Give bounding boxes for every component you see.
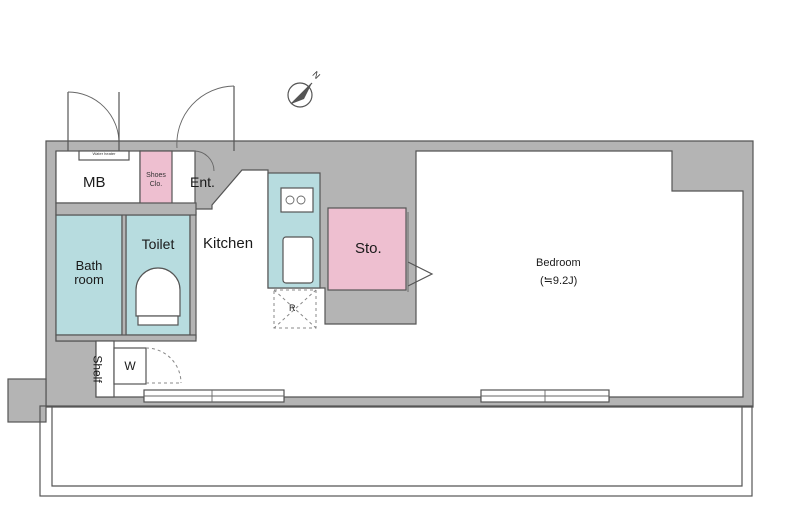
- partition-wall: [121, 211, 127, 339]
- mb-double-door: [67, 91, 120, 151]
- compass-icon: [287, 82, 313, 108]
- bath-top-wall: [55, 202, 197, 216]
- balcony-rail: [51, 406, 743, 487]
- shoes-label: Shoes: [146, 172, 166, 179]
- window-left: [143, 389, 285, 403]
- toilet-fixture: [135, 267, 181, 326]
- bedroom-label: Bedroom: [536, 257, 581, 269]
- storage-closet: [327, 207, 407, 291]
- balcony: [39, 405, 753, 497]
- bath-bottom-wall: [55, 334, 197, 342]
- shelf-label: Shelf: [90, 355, 105, 383]
- refrigerator-space: [273, 289, 317, 329]
- kitchen-label: Kitchen: [203, 235, 254, 252]
- kitchen-sink: [282, 236, 314, 284]
- bedroom-size-label: (≒9.2J): [540, 275, 578, 287]
- storage-door: [407, 261, 434, 287]
- shoes-abbr-label: Clo.: [149, 181, 163, 188]
- toilet-wall: [189, 211, 197, 339]
- water-heater-box: [78, 150, 130, 161]
- mb-label: MB: [83, 174, 106, 191]
- entrance-door: [176, 85, 235, 151]
- washer-door-swing: [145, 347, 182, 384]
- water-heater-label: Water heater: [92, 151, 116, 156]
- entrance-label: Ent.: [190, 174, 215, 190]
- window-right: [480, 389, 610, 403]
- refrigerator-label: R: [289, 303, 296, 313]
- toilet-label: Toilet: [141, 236, 175, 252]
- bathroom-label-line1: Bath: [75, 258, 103, 273]
- washer-label: W: [124, 359, 136, 373]
- shoes-closet: [139, 150, 173, 210]
- washer-space: [113, 347, 147, 385]
- bathroom-label-line2: room: [74, 272, 104, 287]
- storage-label: Sto.: [355, 240, 382, 257]
